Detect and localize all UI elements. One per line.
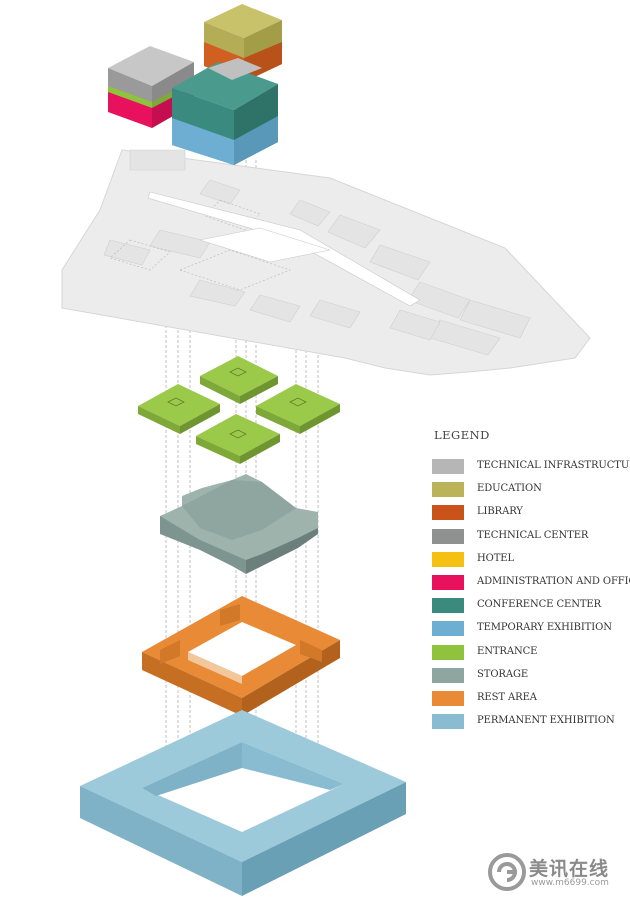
legend-label: HOTEL [477,552,515,564]
permanent-exhibition-level [80,710,406,896]
legend-label: EDUCATION [477,483,542,495]
legend-item: STORAGE [432,665,627,688]
legend-label: REST AREA [477,691,537,703]
legend-swatch [432,528,464,544]
legend-items: TECHNICAL INFRASTRUCTURE EDUCATION LIBRARY… [432,456,630,734]
legend-label: TECHNICAL CENTER [477,529,589,541]
entrance-level [138,356,340,464]
legend-label: ENTRANCE [477,645,538,657]
legend-item: TECHNICAL CENTER [432,526,627,549]
legend-swatch [432,644,464,660]
legend: LEGEND TECHNICAL INFRASTRUCTURE EDUCATION… [432,428,630,734]
legend-swatch [432,621,464,637]
legend-swatch [432,714,464,730]
volume-conference-temporary [172,58,278,165]
legend-label: LIBRARY [477,506,523,518]
legend-item: REST AREA [432,688,627,711]
legend-label: ADMINISTRATION AND OFFICES [477,575,630,587]
watermark-url: www.m6699.com [531,878,609,888]
site-plan [61,149,591,376]
legend-item: ENTRANCE [432,642,627,665]
legend-swatch [432,505,464,521]
legend-label: STORAGE [477,668,529,680]
legend-item: TEMPORARY EXHIBITION [432,618,627,641]
legend-item: CONFERENCE CENTER [432,595,627,618]
watermark-logo-icon [488,853,526,891]
legend-item: EDUCATION [432,479,627,502]
legend-swatch [432,574,464,590]
legend-swatch [432,598,464,614]
legend-title: LEGEND [434,428,490,442]
watermark-text: 美讯在线 [529,858,610,880]
legend-item: LIBRARY [432,502,627,525]
legend-item: PERMANENT EXHIBITION [432,711,627,734]
watermark: 美讯在线 www.m6699.com [487,850,627,896]
legend-label: TECHNICAL INFRASTRUCTURE [477,460,630,471]
storage-level [160,474,318,574]
legend-label: CONFERENCE CENTER [477,599,602,611]
rest-area-level [142,596,340,716]
legend-swatch [432,459,464,474]
legend-item: ADMINISTRATION AND OFFICES [432,572,630,595]
legend-item: TECHNICAL INFRASTRUCTURE [432,456,630,479]
legend-item: HOTEL [432,549,627,572]
legend-swatch [432,482,464,498]
legend-swatch [432,690,464,706]
legend-swatch [432,551,464,567]
legend-label: PERMANENT EXHIBITION [477,715,615,727]
legend-label: TEMPORARY EXHIBITION [477,622,612,634]
legend-swatch [432,667,464,683]
